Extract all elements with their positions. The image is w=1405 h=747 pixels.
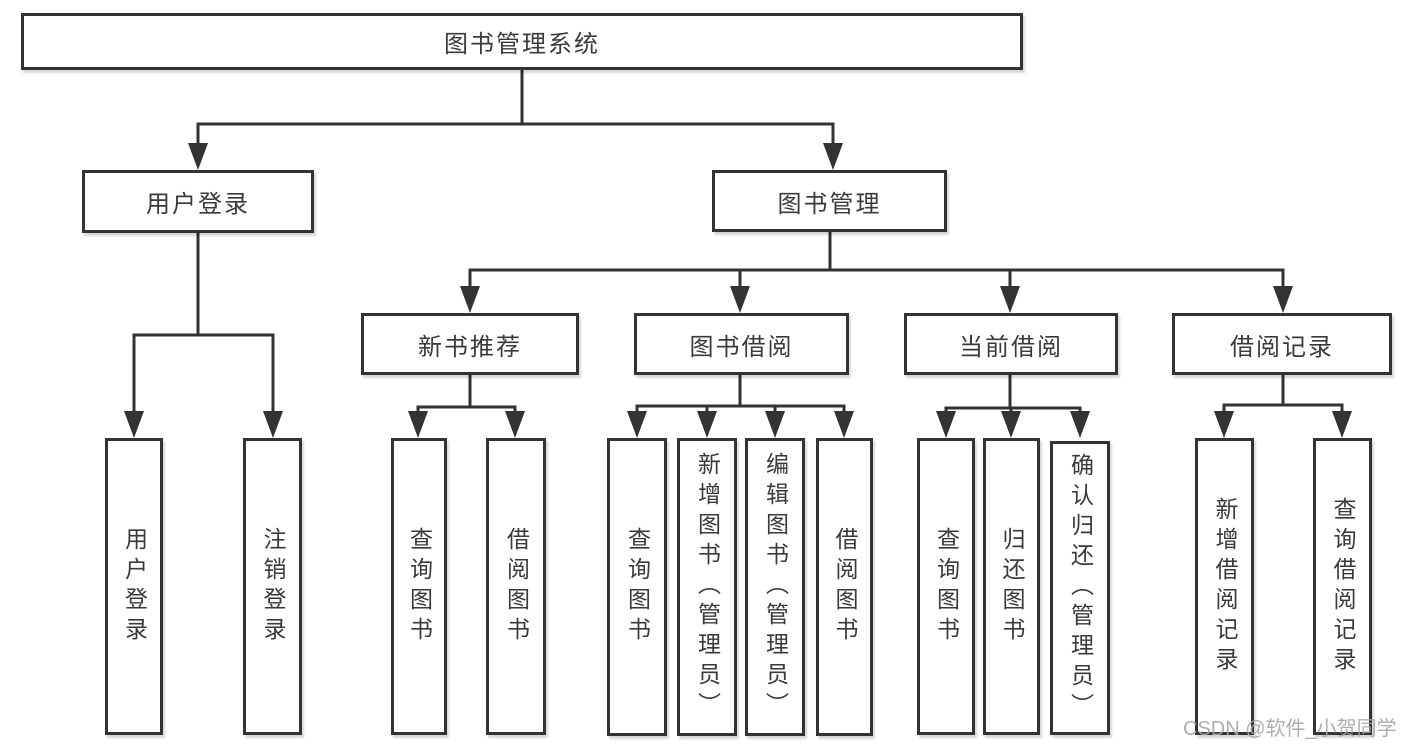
node-leaf-nbr-borrow-books: 借阅图书 xyxy=(486,438,546,735)
leaf-label: 编辑图书（管理员） xyxy=(762,452,789,722)
node-book-management: 图书管理 xyxy=(712,170,947,232)
node-leaf-cb-return-books: 归还图书 xyxy=(983,438,1040,735)
node-new-book-recommendation: 新书推荐 xyxy=(361,313,579,375)
node-leaf-user-login: 用户登录 xyxy=(105,438,163,735)
node-leaf-bb-edit-books: 编辑图书（管理员） xyxy=(745,438,805,736)
leaf-label: 新增图书（管理员） xyxy=(694,452,721,722)
leaf-label: 注销登录 xyxy=(260,526,286,647)
node-leaf-cb-confirm-return: 确认归还（管理员） xyxy=(1050,441,1110,735)
node-leaf-br-query-record: 查询借阅记录 xyxy=(1313,438,1372,735)
edge-root-split xyxy=(196,122,835,152)
edge-book-mgmt-split xyxy=(468,268,1285,295)
node-current-borrowing: 当前借阅 xyxy=(904,313,1118,375)
leaf-label: 查询图书 xyxy=(406,526,433,647)
node-user-login: 用户登录 xyxy=(82,170,314,233)
edge-user-login-split xyxy=(132,333,275,420)
leaf-label: 确认归还（管理员） xyxy=(1067,453,1094,723)
leaf-label: 查询借阅记录 xyxy=(1330,496,1356,677)
node-leaf-br-add-record: 新增借阅记录 xyxy=(1195,438,1254,735)
node-leaf-logout: 注销登录 xyxy=(243,438,302,735)
node-book-borrowing: 图书借阅 xyxy=(634,313,849,375)
edge-borrow-records-split xyxy=(1222,403,1344,420)
node-root-system: 图书管理系统 xyxy=(21,13,1023,70)
leaf-label: 借阅图书 xyxy=(503,526,530,647)
leaf-label: 借阅图书 xyxy=(832,527,858,647)
arrowheads xyxy=(124,143,1352,438)
node-leaf-bb-add-books: 新增图书（管理员） xyxy=(677,438,737,736)
node-borrow-records: 借阅记录 xyxy=(1172,313,1392,375)
node-leaf-nbr-query-books: 查询图书 xyxy=(391,438,447,735)
node-leaf-cb-query-books: 查询图书 xyxy=(917,438,975,735)
leaf-label: 归还图书 xyxy=(999,526,1025,647)
node-leaf-bb-query-books: 查询图书 xyxy=(607,438,667,736)
leaf-label: 新增借阅记录 xyxy=(1212,496,1238,677)
edge-new-book-rec-split xyxy=(416,405,517,420)
leaf-label: 查询图书 xyxy=(933,526,960,647)
csdn-watermark: CSDN @软件_小贺同学 xyxy=(1183,718,1397,740)
edge-book-borrow-split xyxy=(635,404,846,420)
leaf-label: 查询图书 xyxy=(624,527,651,647)
leaf-label: 用户登录 xyxy=(121,526,148,647)
node-leaf-bb-borrow-books: 借阅图书 xyxy=(816,438,873,736)
